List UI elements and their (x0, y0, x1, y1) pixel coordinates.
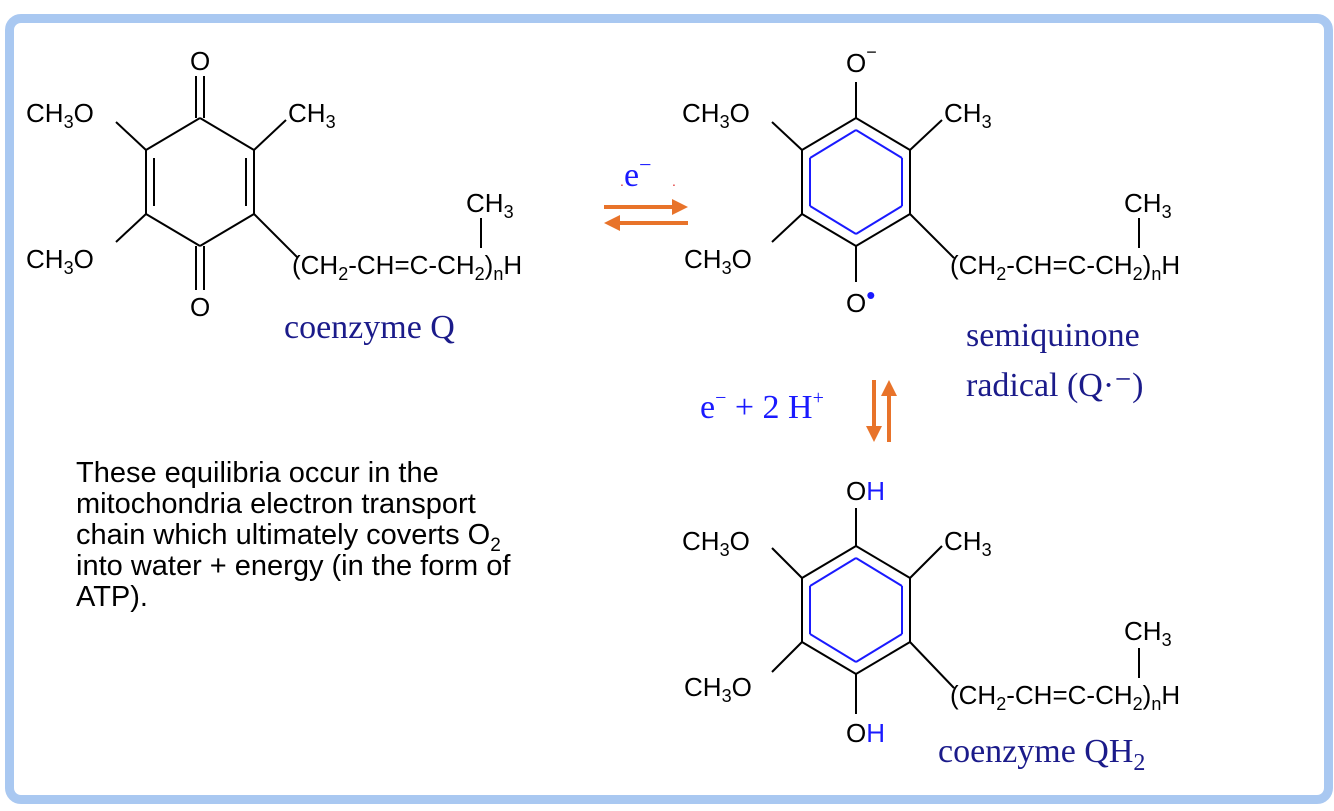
coenzyme-qh2-structure (771, 508, 1140, 714)
qh2-top-oxygen: O (846, 476, 866, 506)
coenzyme-q-structure (115, 76, 482, 290)
coenzyme-q-labels: O O CH3O CH3O CH3 CH3 (CH2-CH=C-CH2)nH c… (26, 46, 522, 346)
cq-bottom-oxygen: O (190, 292, 210, 322)
svg-text:CH3: CH3 (1124, 616, 1172, 650)
svg-text:CH3O: CH3O (26, 244, 94, 278)
cq-top-oxygen: O (190, 46, 210, 76)
cq-methyl: CH (288, 98, 326, 128)
red-marker-right: . (672, 173, 676, 189)
semiquinone-aromatic-bonds (809, 129, 903, 235)
sq-isoprenoid-chain: (CH2-CH=C-CH2)nH (950, 250, 1180, 284)
explanation-note: These equilibria occur in the mitochondr… (76, 458, 636, 613)
note-line-1: These equilibria occur in the (76, 457, 439, 489)
svg-text:O−: O− (846, 42, 877, 78)
sq-top-oxygen: O (846, 48, 866, 78)
note-line-4: into water + energy (in the form of (76, 550, 511, 582)
cq-chain-methyl: CH (466, 188, 504, 218)
svg-text:OH: OH (846, 476, 885, 506)
svg-text:CH3O: CH3O (684, 244, 752, 278)
svg-text:CH3: CH3 (944, 98, 992, 132)
svg-text:CH3: CH3 (466, 188, 514, 222)
qh2-bottom-hydrogen: H (866, 718, 885, 748)
semiquinone-label-line1: semiquinone (966, 317, 1140, 354)
electron-proton-label: e− + 2 H+ (700, 387, 824, 426)
qh2-isoprenoid-chain: (CH2-CH=C-CH2)nH (950, 680, 1180, 714)
svg-text:CH3: CH3 (288, 98, 336, 132)
svg-text:OH: OH (846, 718, 885, 748)
svg-text:CH3O: CH3O (26, 98, 94, 132)
electron-label-horizontal: e− (624, 152, 652, 194)
qh2-top-hydrogen: H (866, 476, 885, 506)
svg-text:CH3O: CH3O (682, 98, 750, 132)
coenzyme-qh2-labels: OH OH CH3O CH3O CH3 CH3 (CH2-CH=C-CH2)nH… (682, 476, 1180, 776)
svg-text:O•: O• (846, 280, 875, 318)
semiquinone-labels: O− O• CH3O CH3O CH3 CH3 (CH2-CH=C-CH2)nH… (682, 42, 1180, 404)
coenzyme-qh2-aromatic-bonds (809, 557, 903, 663)
cq-methoxy-top: CH (26, 98, 64, 128)
sq-bottom-oxygen: O (846, 288, 866, 318)
svg-text:CH3O: CH3O (682, 526, 750, 560)
horizontal-equilibrium-arrows: e− . . (604, 152, 688, 231)
note-line-5: ATP). (76, 581, 148, 613)
coenzyme-q-label: coenzyme Q (284, 309, 455, 346)
semiquinone-label-line2: radical (Q·⁻) (966, 367, 1143, 404)
vertical-equilibrium-arrows: e− + 2 H+ (700, 380, 897, 442)
svg-text:CH3: CH3 (944, 526, 992, 560)
note-line-3: chain which ultimately coverts O2 (76, 519, 501, 556)
svg-text:CH3O: CH3O (684, 672, 752, 706)
coenzyme-qh2-label: coenzyme QH2 (938, 733, 1145, 776)
cq-isoprenoid-chain: (CH2-CH=C-CH2)nH (292, 250, 522, 284)
red-marker-left: . (620, 173, 624, 189)
diagram-frame (5, 14, 1333, 804)
semiquinone-structure (771, 82, 1140, 282)
svg-text:CH3: CH3 (1124, 188, 1172, 222)
note-line-2: mitochondria electron transport (76, 488, 476, 520)
radical-dot: • (866, 280, 875, 310)
qh2-bottom-oxygen: O (846, 718, 866, 748)
cq-methoxy-bottom: CH (26, 244, 64, 274)
